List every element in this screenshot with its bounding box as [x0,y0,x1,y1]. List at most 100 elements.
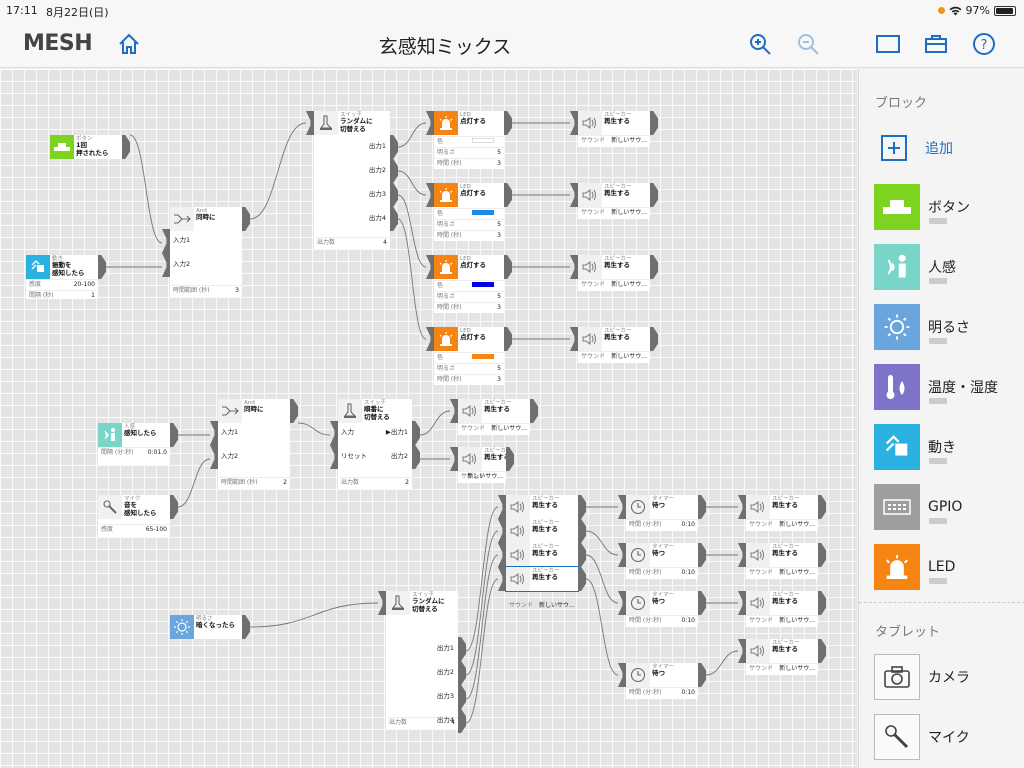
block-speaker-s2-1-output-connector[interactable] [530,399,538,423]
block-speaker-led-2-output-connector[interactable] [650,183,658,207]
speaker-icon [746,591,770,615]
block-switch-1-output-connector-3[interactable] [390,183,398,207]
block-speaker-led-3[interactable]: スピーカー再生するサウンド新しいサウ... [570,255,658,291]
help-icon[interactable]: ? [972,32,996,56]
palette-item-move[interactable]: 動き [874,424,956,470]
block-move-output-connector[interactable] [98,255,106,279]
palette-item-brightness[interactable]: 明るさ [874,304,970,350]
palette-item-gpio[interactable]: GPIO [874,484,962,530]
block-speaker-s3-1[interactable]: スピーカー再生する [498,495,586,519]
block-speaker-t-3-output-connector[interactable] [818,591,826,615]
block-speaker-s3-1-output-connector[interactable] [578,495,586,519]
block-speaker-s3-3-output-connector[interactable] [578,543,586,567]
block-speaker-t-1-output-connector[interactable] [818,495,826,519]
block-led-3-output-connector[interactable] [504,255,512,279]
block-speaker-t-4-type: スピーカー [772,640,800,646]
block-speaker-t-3[interactable]: スピーカー再生するサウンド新しいサウ... [738,591,826,627]
block-speaker-s3-3[interactable]: スピーカー再生する [498,543,586,567]
block-timer-4[interactable]: タイマー待つ時間 (分:秒)0:10 [618,663,706,699]
block-switch-3-output-connector-1[interactable] [458,637,466,661]
block-speaker-led-4[interactable]: スピーカー再生するサウンド新しいサウ... [570,327,658,363]
block-led-2-separator [434,230,504,231]
block-speaker-led-1-output-connector[interactable] [650,111,658,135]
block-timer-2-param-label: 時間 (分:秒) [629,569,662,576]
block-speaker-t-2[interactable]: スピーカー再生するサウンド新しいサウ... [738,543,826,579]
block-speaker-s3-2-output-connector[interactable] [578,519,586,543]
block-switch-2-separator [338,477,412,478]
block-timer-1-output-connector[interactable] [698,495,706,519]
block-speaker-s2-2[interactable]: スピーカー再生するサウンド新しいサウ... [450,447,514,483]
block-speaker-s3-2[interactable]: スピーカー再生する [498,519,586,543]
block-speaker-s3-4-output-connector[interactable] [578,567,586,591]
block-timer-2[interactable]: タイマー待つ時間 (分:秒)0:10 [618,543,706,579]
palette-item-button[interactable]: ボタン [874,184,970,230]
block-timer-3[interactable]: タイマー待つ時間 (分:秒)0:10 [618,591,706,627]
block-speaker-s3-4[interactable]: スピーカー再生する [498,566,586,592]
panel-toggle-icon[interactable] [876,32,900,56]
block-motion-output-connector[interactable] [170,423,178,447]
block-switch-3-output-connector-2[interactable] [458,661,466,685]
block-timer-3-output-connector[interactable] [698,591,706,615]
block-brightness-output-connector[interactable] [242,615,250,639]
palette-item-camera[interactable]: カメラ [874,654,970,700]
block-switch-1-output-connector-2[interactable] [390,159,398,183]
block-timer-4-output-connector[interactable] [698,663,706,687]
block-speaker-led-3-output-connector[interactable] [650,255,658,279]
block-speaker-led-2[interactable]: スピーカー再生するサウンド新しいサウ... [570,183,658,219]
zoom-in-icon[interactable] [748,32,772,56]
block-motion[interactable]: 人感感知したら間隔 (分:秒)0:01.0 [98,423,178,465]
block-timer-2-action: 待つ [652,549,665,557]
block-speaker-s2-2-output-connector[interactable] [506,447,514,471]
palette-item-microphone[interactable]: マイク [874,714,970,760]
block-led-4-param-value: 5 [497,365,501,372]
block-led-2-separator [434,208,504,209]
block-brightness[interactable]: 明るさ暗くなったら [170,615,250,639]
palette-item-motion-sensor[interactable]: 人感 [874,244,956,290]
block-led-1-output-connector[interactable] [504,111,512,135]
home-icon[interactable] [117,32,141,56]
block-and-1-output-connector[interactable] [242,207,250,231]
block-mic-output-connector[interactable] [170,495,178,519]
block-switch-3-output-connector-3[interactable] [458,685,466,709]
palette-item-led[interactable]: LED [874,544,955,590]
block-speaker-led-4-output-connector[interactable] [650,327,658,351]
block-speaker-led-1[interactable]: スピーカー再生するサウンド新しいサウ... [570,111,658,147]
toolbox-icon[interactable] [924,32,948,56]
block-timer-1[interactable]: タイマー待つ時間 (分:秒)0:10 [618,495,706,531]
zoom-out-icon[interactable] [796,32,820,56]
block-speaker-t-4-output-connector[interactable] [818,639,826,663]
block-led-2-output-connector[interactable] [504,183,512,207]
block-speaker-t-2-output-connector[interactable] [818,543,826,567]
palette-item-temperature-humidity[interactable]: 温度・湿度 [874,364,998,410]
block-switch-1-output-connector-1[interactable] [390,135,398,159]
block-speaker-t-3-action: 再生する [772,597,798,605]
block-speaker-t-4[interactable]: スピーカー再生するサウンド新しいサウ... [738,639,826,675]
block-switch-2-output-connector-2[interactable] [412,445,420,469]
block-led-4-output-connector[interactable] [504,327,512,351]
add-block-button[interactable]: 追加 [881,135,953,161]
block-speaker-t-1[interactable]: スピーカー再生するサウンド新しいサウ... [738,495,826,531]
block-and-2-output-connector[interactable] [290,399,298,423]
wire [249,122,307,220]
block-switch-3-output-connector-4[interactable] [458,709,466,733]
block-switch-1-output-connector-4[interactable] [390,207,398,231]
block-switch-2-output-connector-1[interactable] [412,421,420,445]
block-speaker-s2-1[interactable]: スピーカー再生するサウンド新しいサウ... [450,399,538,435]
switch-icon [314,111,338,135]
block-timer-2-output-connector[interactable] [698,543,706,567]
block-button-output-connector[interactable] [122,135,130,159]
